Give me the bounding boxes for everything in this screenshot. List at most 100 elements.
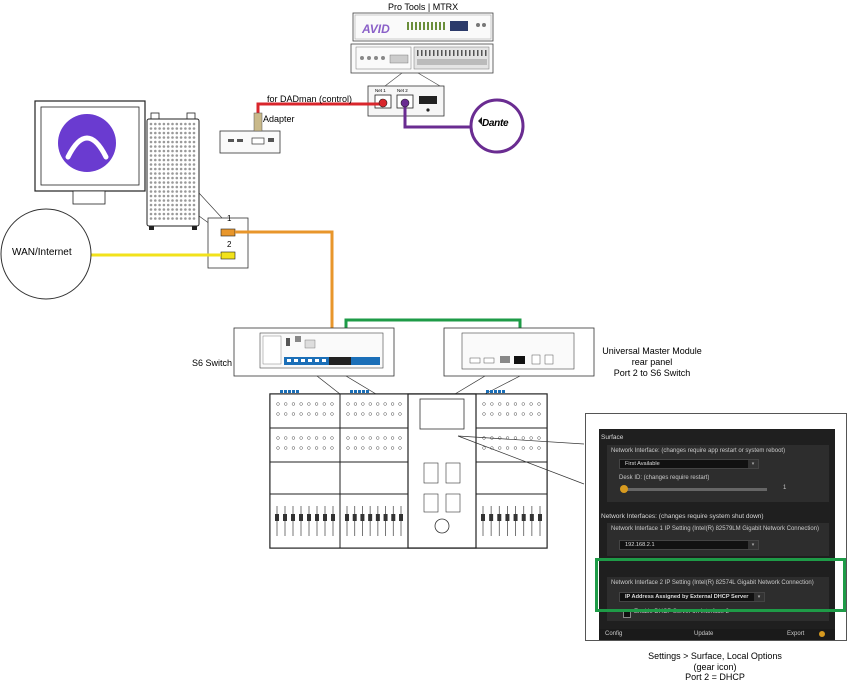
net1-label: Net 1: [375, 88, 386, 93]
fader-cap: [291, 514, 295, 521]
fader-cap: [360, 514, 365, 521]
console-module: [339, 461, 409, 495]
settings-caption: Settings > Surface, Local Options (gear …: [630, 651, 800, 683]
fader-cap: [399, 514, 403, 521]
fader-cap: [331, 514, 335, 521]
mtrx-meters: [407, 22, 445, 30]
svg-text:AVID: AVID: [361, 22, 390, 36]
dadman-control-label: for DADman (control): [267, 94, 353, 104]
console-module: [269, 393, 341, 429]
surface-heading: Surface: [601, 434, 624, 441]
update-button[interactable]: Update: [694, 631, 714, 637]
s6-switch-label: S6 Switch: [192, 358, 233, 368]
fader-cap: [521, 514, 526, 521]
monitor: [34, 100, 146, 205]
port2-label: 2: [227, 240, 232, 249]
mtrx-title: Pro Tools | MTRX: [388, 2, 459, 12]
umm-label-line1: Universal Master Module: [602, 346, 702, 356]
dhcp-highlight-box: [595, 558, 846, 612]
fader-cap: [323, 514, 327, 521]
module-indicator: [498, 390, 501, 393]
s6-console: [269, 390, 585, 549]
dhcp-checkbox-label: Enable DHCP Server on Interface 2: [634, 609, 729, 615]
fader-cap: [352, 514, 357, 521]
console-module: [475, 461, 548, 495]
master-module: [407, 393, 477, 549]
chevron-down-icon: ▾: [754, 593, 764, 601]
module-indicator: [350, 390, 353, 393]
fader-cap: [391, 514, 396, 521]
fader-cap: [375, 514, 380, 521]
wan-label: WAN/Internet: [12, 247, 72, 258]
fader-cap: [489, 514, 494, 521]
console-module: [339, 427, 409, 463]
fader-cap: [513, 514, 518, 521]
wan-internet-cloud: [0, 208, 92, 300]
console-module: [339, 393, 409, 429]
module-indicator: [486, 390, 489, 393]
fader-cap: [529, 514, 534, 521]
settings-dark-area: Surface Network Interface: (changes requ…: [599, 429, 835, 640]
settings-footer: Config Update Export: [599, 629, 835, 640]
interface1-section: Network Interface 1 IP Setting (Intel(R)…: [607, 523, 829, 556]
dadman-control-cable: [256, 98, 388, 113]
umm-label-line2: rear panel: [631, 357, 673, 367]
network-interface-value: First Available: [625, 461, 660, 467]
desk-id-slider[interactable]: [620, 485, 767, 493]
interface2-dropdown[interactable]: IP Address Assigned by External DHCP Ser…: [619, 592, 765, 602]
module-indicator: [358, 390, 361, 393]
interface1-dropdown[interactable]: 192.168.2.1 ▾: [619, 540, 759, 550]
export-button[interactable]: Export: [787, 631, 805, 637]
module-indicator: [288, 390, 291, 393]
caption-line3: Port 2 = DHCP: [685, 672, 745, 682]
surface-settings-panel: Surface Network Interface: (changes requ…: [585, 413, 847, 641]
dante-logo-icon: [478, 117, 482, 125]
console-module: [269, 461, 341, 495]
desk-id-slider-thumb[interactable]: [620, 485, 628, 493]
module-indicator: [292, 390, 295, 393]
fader-cap: [275, 514, 279, 521]
console-module: [475, 493, 548, 549]
interface2-section: Network Interface 2 IP Setting (Intel(R)…: [607, 577, 829, 621]
module-indicator: [354, 390, 357, 393]
module-indicator: [296, 390, 299, 393]
network-interface-dropdown[interactable]: First Available ▾: [619, 459, 759, 469]
dante-cable: [400, 98, 472, 129]
fader-cap: [299, 514, 303, 521]
pro-tools-logo-icon: [58, 114, 116, 172]
computer-ethernet-ports: [207, 217, 249, 269]
fader-cap: [307, 514, 311, 521]
umm-label-line3: Port 2 to S6 Switch: [613, 368, 691, 378]
interface1-label: Network Interface 1 IP Setting (Intel(R)…: [611, 526, 819, 532]
caption-line2: (gear icon): [693, 661, 737, 672]
port1-label: 1: [227, 214, 232, 223]
dante-logo-label: Dante: [482, 118, 509, 129]
console-module: [475, 427, 548, 463]
desk-id-value: 1: [783, 485, 787, 491]
module-indicator: [366, 390, 369, 393]
network-interface-label: Network Interface: (changes require app …: [611, 448, 786, 454]
fader-cap: [345, 514, 349, 521]
config-button[interactable]: Config: [605, 631, 623, 637]
net2-label: Net 2: [397, 88, 408, 93]
console-module: [475, 393, 548, 429]
s6-switch-panel: [233, 327, 395, 395]
adapter-label: Adapter: [263, 114, 295, 124]
umm-label: Universal Master Module rear panel Port …: [588, 346, 716, 379]
module-indicator: [362, 390, 365, 393]
module-indicator: [280, 390, 283, 393]
fader-cap: [497, 514, 502, 521]
surface-section: Network Interface: (changes require app …: [607, 445, 829, 502]
fader-cap: [283, 514, 287, 521]
module-indicator: [490, 390, 493, 393]
console-module: [339, 493, 409, 549]
module-indicator: [494, 390, 497, 393]
avid-logo-icon: AVID: [361, 22, 390, 36]
chevron-down-icon: ▾: [748, 460, 758, 468]
fader-cap: [368, 514, 373, 521]
chevron-down-icon: ▾: [748, 541, 758, 549]
gear-icon[interactable]: [819, 631, 825, 637]
dante-network: [469, 98, 525, 154]
orange-cable: [235, 230, 334, 358]
interfaces-heading: Network Interfaces: (changes require sys…: [601, 513, 764, 520]
